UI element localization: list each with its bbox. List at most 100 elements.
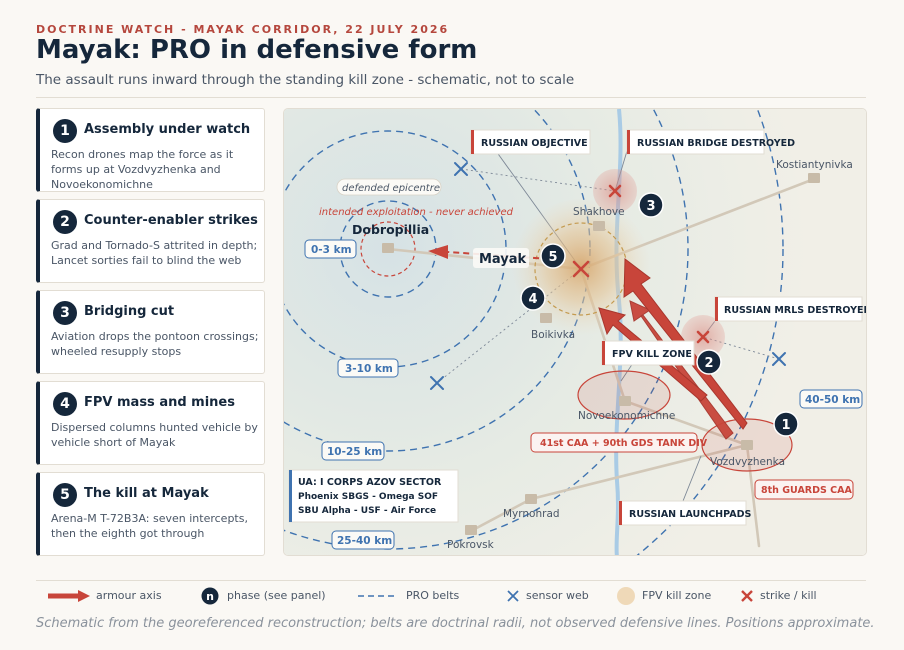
callout-mrls: RUSSIAN MRLS DESTROYED xyxy=(714,296,867,322)
map-panel: Dobropillia Mayak Shakhove Boikivka Kost… xyxy=(283,108,867,556)
settlement-myrnohrad xyxy=(525,494,537,504)
phase-panel-5: 5 The kill at Mayak Arena-M T-72B3A: sev… xyxy=(36,472,265,556)
sensor-swatch xyxy=(507,590,519,602)
phase-number: 3 xyxy=(53,301,77,325)
belt-label-0-3: 0-3 km xyxy=(311,244,352,256)
footer-note: Schematic from the georeferenced reconst… xyxy=(36,616,875,631)
epicentre-ring xyxy=(360,221,416,277)
phase-title: FPV mass and mines xyxy=(84,395,235,410)
sensor-markers xyxy=(430,162,786,390)
armour-axis-main xyxy=(629,300,734,440)
settlement-kostiantynivka xyxy=(808,173,820,183)
phase-marker-3: 3 xyxy=(646,199,655,214)
belt-label-25-40: 25-40 km xyxy=(337,535,392,547)
legend-armour-axis: armour axis xyxy=(46,588,166,604)
legend: armour axis n phase (see panel) PRO belt… xyxy=(36,580,866,606)
strike-mayak xyxy=(572,260,590,278)
label-boikivka: Boikivka xyxy=(531,329,575,341)
svg-text:n: n xyxy=(206,590,214,603)
belt-label-40-50: 40-50 km xyxy=(805,394,860,406)
ua-box-line2: SBU Alpha - USF - Air Force xyxy=(298,506,436,516)
label-8th-guards: 8th GUARDS CAA xyxy=(761,485,852,496)
novoekonomichne-staging xyxy=(577,370,671,420)
legend-pro-belts: PRO belts xyxy=(358,588,478,604)
phase-title: The kill at Mayak xyxy=(84,486,209,501)
phase-panel-4: 4 FPV mass and mines Dispersed columns h… xyxy=(36,381,265,465)
label-vozdvyzhenka: Vozdvyzhenka xyxy=(710,456,785,468)
legend-label: strike / kill xyxy=(760,589,817,602)
phase-number: 2 xyxy=(53,210,77,234)
label-novoekonomichne: Novoekonomichne xyxy=(578,410,675,422)
ua-box-title: UA: I CORPS AZOV SECTOR xyxy=(298,477,442,488)
annotation-exploitation: intended exploitation - never achieved xyxy=(319,207,514,218)
ua-info-box: UA: I CORPS AZOV SECTOR Phoenix SBGS - O… xyxy=(288,469,459,523)
phase-marker-2: 2 xyxy=(704,356,713,371)
belt-swatch xyxy=(358,595,394,597)
phase-marker-5: 5 xyxy=(548,250,557,265)
phase-body: Recon drones map the force as it forms u… xyxy=(51,148,234,191)
legend-kill-zone: FPV kill zone xyxy=(616,587,726,605)
phase-panel-2: 2 Counter-enabler strikes Grad and Torna… xyxy=(36,199,265,283)
label-41st-caa: 41st CAA + 90th GDS TANK DIV xyxy=(540,438,708,449)
kicker: DOCTRINE WATCH - MAYAK CORRIDOR, 22 JULY… xyxy=(36,23,450,36)
legend-label: phase (see panel) xyxy=(227,589,326,602)
formation-labels: 41st CAA + 90th GDS TANK DIV 8th GUARDS … xyxy=(530,432,854,500)
phase-body: Aviation drops the pontoon crossings; wh… xyxy=(51,330,259,358)
legend-label: PRO belts xyxy=(406,589,460,602)
strike-swatch xyxy=(741,590,753,602)
strike-markers xyxy=(572,184,710,344)
settlement-dobropillia xyxy=(382,243,394,253)
svg-text:RUSSIAN BRIDGE DESTROYED: RUSSIAN BRIDGE DESTROYED xyxy=(637,138,795,149)
phase-title: Counter-enabler strikes xyxy=(84,213,258,228)
phase-markers: 1 2 3 4 5 xyxy=(520,192,799,437)
legend-label: armour axis xyxy=(96,589,162,602)
phase-panel-1: 1 Assembly under watch Recon drones map … xyxy=(36,108,265,192)
label-mayak: Mayak xyxy=(479,252,527,267)
phase-body: Dispersed columns hunted vehicle by vehi… xyxy=(51,421,258,449)
settlement-boikivka xyxy=(540,313,552,323)
page-title: Mayak: PRO in defensive form xyxy=(36,35,478,65)
map-svg: Dobropillia Mayak Shakhove Boikivka Kost… xyxy=(284,109,867,555)
page-subtitle: The assault runs inward through the stan… xyxy=(36,72,575,88)
phase-swatch: n xyxy=(201,587,219,605)
belt-label-10-25: 10-25 km xyxy=(327,446,382,458)
legend-sensor-web: sensor web xyxy=(506,588,616,604)
sensor-node xyxy=(772,352,786,366)
settlements xyxy=(382,173,820,535)
sensor-node xyxy=(454,162,468,176)
phase-marker-4: 4 xyxy=(528,292,537,307)
strike-mrls xyxy=(696,330,710,344)
belt-labels: 0-3 km 3-10 km 10-25 km 25-40 km 40-50 k… xyxy=(304,239,863,550)
legend-label: FPV kill zone xyxy=(642,589,712,602)
label-mayak-bg xyxy=(473,248,529,268)
epicentre-pill xyxy=(336,178,442,196)
label-shakhove: Shakhove xyxy=(573,206,625,218)
phase-title: Bridging cut xyxy=(84,304,175,319)
phase-body: Grad and Tornado-S attrited in depth; La… xyxy=(51,239,258,267)
phase-panel-3: 3 Bridging cut Aviation drops the pontoo… xyxy=(36,290,265,374)
strike-bridge xyxy=(608,184,622,198)
phase-title: Assembly under watch xyxy=(84,122,251,137)
callouts: RUSSIAN OBJECTIVE RUSSIAN BRIDGE DESTROY… xyxy=(470,129,867,526)
svg-text:RUSSIAN MRLS DESTROYED: RUSSIAN MRLS DESTROYED xyxy=(724,305,867,316)
callout-kill-zone: FPV KILL ZONE xyxy=(601,340,695,366)
callout-launchpads: RUSSIAN LAUNCHPADS xyxy=(618,500,751,526)
callout-objective: RUSSIAN OBJECTIVE xyxy=(470,129,591,155)
armour-axis-swatch xyxy=(48,590,90,602)
settlement-shakhove xyxy=(593,221,605,231)
exploitation-arrowhead xyxy=(428,245,448,259)
label-dobropillia: Dobropillia xyxy=(352,222,429,237)
phase-marker-1: 1 xyxy=(781,418,790,433)
svg-text:RUSSIAN LAUNCHPADS: RUSSIAN LAUNCHPADS xyxy=(629,509,751,520)
settlement-vozdvyzhenka xyxy=(741,440,753,450)
header-divider xyxy=(36,97,866,98)
svg-text:FPV KILL ZONE: FPV KILL ZONE xyxy=(612,349,692,360)
annotation-epicentre: defended epicentre xyxy=(342,183,440,194)
kill-zone-swatch xyxy=(617,587,635,605)
belt-40-50 xyxy=(636,109,784,555)
phase-number: 1 xyxy=(53,119,77,143)
phase-body: Arena-M T-72B3A: seven intercepts, then … xyxy=(51,512,248,540)
callout-bridge: RUSSIAN BRIDGE DESTROYED xyxy=(626,129,795,155)
label-kostiantynivka: Kostiantynivka xyxy=(776,159,853,171)
settlement-novoekonomichne xyxy=(619,396,631,406)
